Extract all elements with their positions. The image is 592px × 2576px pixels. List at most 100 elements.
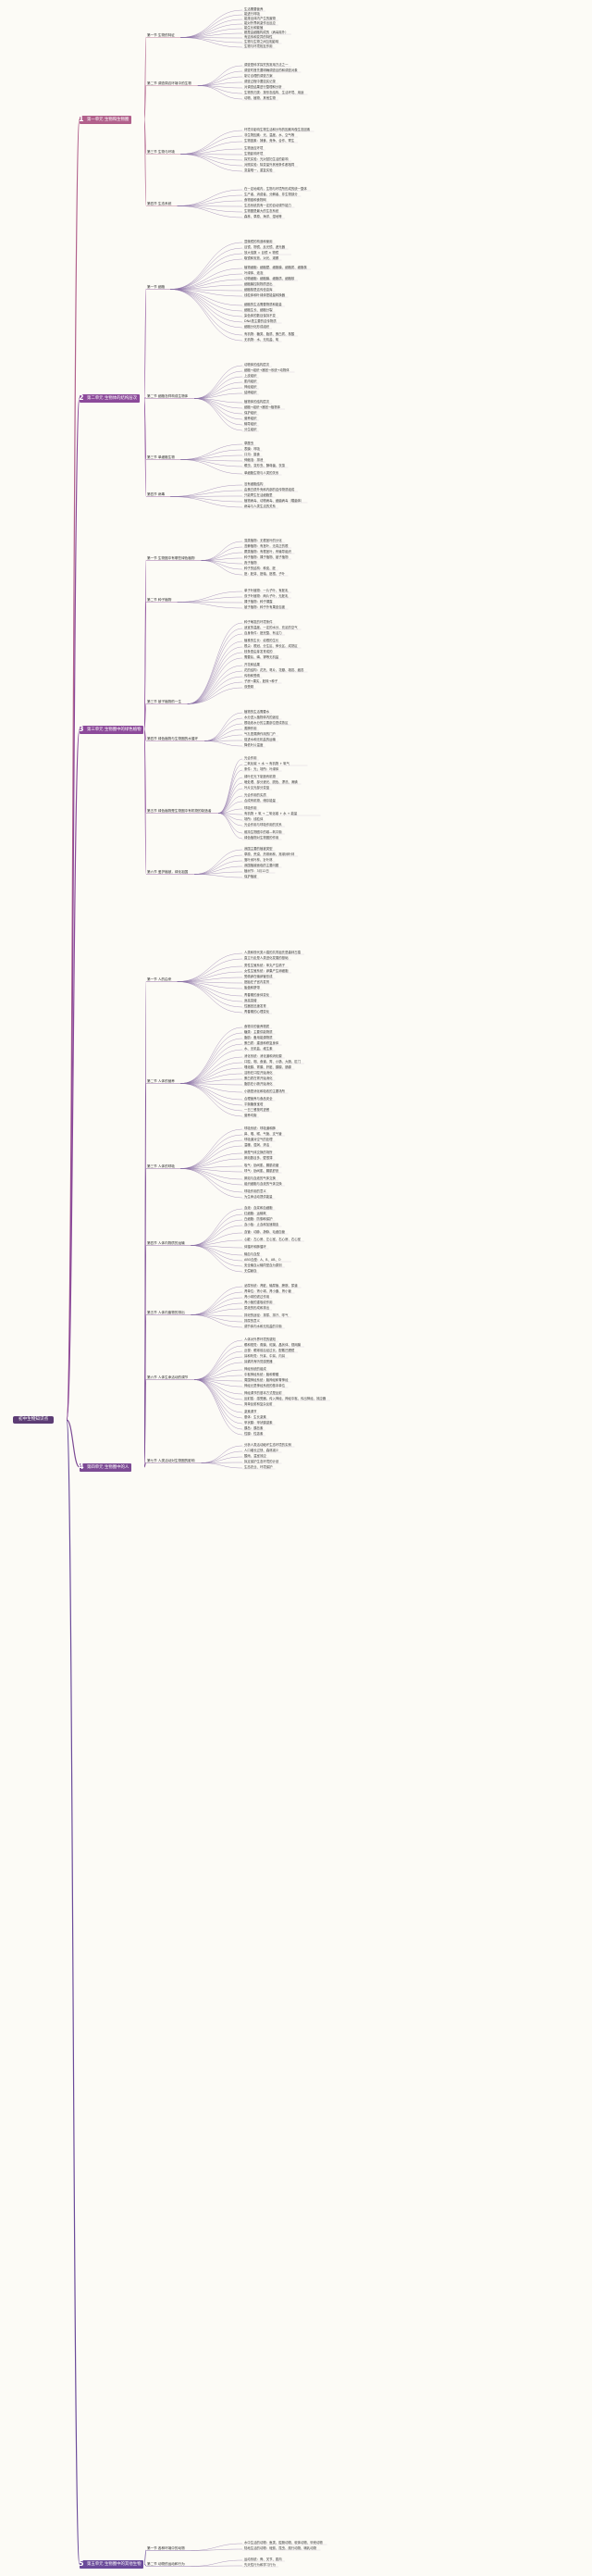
leaf-item[interactable]: 根吸收水分的主要部位是成熟区 xyxy=(244,721,289,725)
leaf-item[interactable]: 能对外界刺激作出反应 xyxy=(244,21,276,25)
leaf-item[interactable]: 调查时首先要明确调查目的和调查对象 xyxy=(244,68,298,72)
leaf-item[interactable]: 眼和视觉：角膜、虹膜、晶状体、视网膜 xyxy=(244,1343,302,1347)
leaf-item[interactable]: 排尿的意义 xyxy=(244,1319,260,1323)
leaf-item[interactable]: 单子叶植物：一片子叶，有胚乳 xyxy=(244,589,289,592)
leaf-item[interactable]: 细胞→组织→器官→植物体 xyxy=(244,405,281,409)
leaf-item[interactable]: 直立行走是人类进化发展的基础 xyxy=(244,956,289,960)
leaf-item[interactable]: 植株的生长：幼根的生长 xyxy=(244,639,279,642)
leaf-item[interactable]: 病毒与人类生活的关系 xyxy=(244,504,276,508)
leaf-item[interactable]: 排泄的途径：排尿、排汗、呼气 xyxy=(244,1313,289,1317)
leaf-item[interactable]: 唾液腺、胃腺、肝脏、胰腺、肠腺 xyxy=(244,1065,291,1069)
leaf-item[interactable]: 森林、草原、海洋、湿地等 xyxy=(244,215,282,218)
leaf-item[interactable]: 生态农业、环境保护 xyxy=(244,1465,273,1469)
leaf-item[interactable]: 呼吸道对空气的处理 xyxy=(244,1138,273,1141)
leaf-item[interactable]: 能排出体内产生的废物 xyxy=(244,17,276,20)
leaf-item[interactable]: 生态系统具有一定的自动调节能力 xyxy=(244,204,291,207)
leaf-item[interactable]: 根尖：根冠、分生区、伸长区、成熟区 xyxy=(244,644,298,648)
leaf-item[interactable]: 心脏：左心房、左心室、右心房、右心室 xyxy=(244,1238,302,1241)
leaf-item[interactable]: 非生物因素：光、温度、水、空气等 xyxy=(244,133,295,137)
leaf-item[interactable]: 肾小管的重吸收作用 xyxy=(244,1300,273,1304)
leaf-item[interactable]: 都是由细胞构成的（病毒除外） xyxy=(244,31,289,34)
leaf-item[interactable]: DNA是主要的遗传物质 xyxy=(244,319,277,323)
leaf-item[interactable]: 神经调节的基本方式是反射 xyxy=(244,1391,282,1395)
leaf-item[interactable]: 激素调节 xyxy=(244,1410,257,1413)
leaf-item[interactable]: 糖类：主要供能物质 xyxy=(244,1030,273,1034)
leaf-item[interactable]: 神经系统的组成 xyxy=(244,1367,266,1371)
leaf-item[interactable]: 有机物 + 氧 → 二氧化碳 + 水 + 能量 xyxy=(244,812,298,815)
leaf-item[interactable]: 红细胞：运输氧 xyxy=(244,1212,266,1215)
leaf-item[interactable]: 分析人类活动破坏生态环境的实例 xyxy=(244,1443,291,1447)
leaf-item[interactable]: 线粒体和叶绿体是能量转换器 xyxy=(244,293,286,297)
leaf-item[interactable]: 近视：眼球前后径过长，配戴凹透镜 xyxy=(244,1349,295,1352)
chapter-node[interactable]: 第三节 被子植物的一生 xyxy=(147,699,182,703)
leaf-item[interactable]: 组织细胞与血液的气体交换 xyxy=(244,1182,282,1186)
leaf-item[interactable]: 周围神经系统：脑神经和脊神经 xyxy=(244,1378,289,1382)
chapter-node[interactable]: 第四节 病毒 xyxy=(147,492,166,496)
leaf-item[interactable]: 植物的生活需要水 xyxy=(244,710,270,714)
leaf-item[interactable]: 我国主要的植被类型 xyxy=(244,847,273,851)
leaf-item[interactable]: 藻类植物：无根茎叶的分化 xyxy=(244,539,282,542)
leaf-item[interactable]: 子房→果实，胚珠→种子 xyxy=(244,679,278,683)
leaf-item[interactable]: 生产者、消费者、分解者、非生物部分 xyxy=(244,193,298,196)
leaf-item[interactable]: 对调查结果进行整理和分析 xyxy=(244,85,282,89)
chapter-node[interactable]: 第五节 绿色植物是生物圈中有机物的制造者 xyxy=(147,808,212,813)
leaf-item[interactable]: 输导组织 xyxy=(244,422,257,426)
leaf-item[interactable]: 合成有机物，储存能量 xyxy=(244,799,276,803)
chapter-node[interactable]: 第四节 人体内物质的运输 xyxy=(147,1240,185,1245)
leaf-item[interactable]: 青春期的心理变化 xyxy=(244,1010,270,1014)
leaf-item[interactable]: 体循环和肺循环 xyxy=(244,1245,266,1249)
leaf-item[interactable]: 绿叶在光下制造有机物 xyxy=(244,775,276,778)
chapter-node[interactable]: 第六节 人体生命活动的调节 xyxy=(147,1375,189,1379)
leaf-item[interactable]: 甲状腺：甲状腺激素 xyxy=(244,1421,273,1425)
leaf-item[interactable]: 人体对外界环境的感知 xyxy=(244,1338,276,1341)
leaf-item[interactable]: 放大倍数 = 目镜 × 物镜 xyxy=(244,251,279,255)
leaf-item[interactable]: 调节体内水和无机盐的平衡 xyxy=(244,1325,282,1328)
leaf-item[interactable]: 营养均衡 xyxy=(244,1114,257,1117)
leaf-item[interactable]: 无机物：水、无机盐、氧 xyxy=(244,338,279,342)
leaf-item[interactable]: 需要氮、磷、钾等无机盐 xyxy=(244,655,279,659)
leaf-item[interactable]: 有机物：糖类、脂质、蛋白质、核酸 xyxy=(244,332,295,336)
leaf-item[interactable]: 生物因素：捕食、竞争、合作、寄生 xyxy=(244,139,295,143)
leaf-item[interactable]: 水、无机盐、维生素 xyxy=(244,1047,273,1051)
leaf-item[interactable]: 肺泡与血液的气体交换 xyxy=(244,1176,276,1180)
leaf-item[interactable]: 气孔是蒸腾作用的门户 xyxy=(244,732,276,736)
leaf-item[interactable]: 中枢神经系统：脑和脊髓 xyxy=(244,1373,279,1376)
leaf-item[interactable]: 被子植物：种子外有果皮包被 xyxy=(244,605,286,609)
chapter-node[interactable]: 第一节 生物的特征 xyxy=(147,32,175,37)
leaf-item[interactable]: 细胞→组织→器官→系统→动物体 xyxy=(244,368,290,372)
chapter-node[interactable]: 第七节 人类活动对生物圈的影响 xyxy=(147,1458,195,1462)
leaf-item[interactable]: 人口增长过快、森林减少 xyxy=(244,1449,279,1452)
leaf-item[interactable]: 动物细胞：细胞膜、细胞质、细胞核 xyxy=(244,277,295,280)
leaf-item[interactable]: 细胞核是遗传信息库 xyxy=(244,288,273,292)
chapter-node[interactable]: 第三节 生物与环境 xyxy=(147,149,175,154)
leaf-item[interactable]: 在一定地域内，生物与环境所形成的统一整体 xyxy=(244,187,307,191)
leaf-item[interactable]: 细胞膜控制物质进出 xyxy=(244,282,273,286)
leaf-item[interactable]: 生物适应环境 xyxy=(244,146,264,150)
leaf-item[interactable]: 取镜和安放、对光、观察 xyxy=(244,256,279,260)
leaf-item[interactable]: 种子的结构：种皮、胚 xyxy=(244,566,276,570)
leaf-item[interactable]: 食物中的营养物质 xyxy=(244,1025,270,1028)
root-node[interactable]: 初中生物知识点 xyxy=(13,1416,55,1424)
leaf-item[interactable]: 细胞生长、细胞分裂 xyxy=(244,308,273,312)
leaf-item[interactable]: 场所：线粒体 xyxy=(244,817,264,821)
leaf-item[interactable]: 脂肪在小肠开始消化 xyxy=(244,1082,273,1086)
leaf-item[interactable]: 血管：动脉、静脉、毛细血管 xyxy=(244,1230,286,1234)
leaf-item[interactable]: 肺是气体交换的场所 xyxy=(244,1151,273,1154)
leaf-item[interactable]: 草原、荒漠、热带雨林、常绿阔叶林 xyxy=(244,852,295,856)
leaf-item[interactable]: 女性生殖系统：卵巢产生卵细胞 xyxy=(244,969,289,973)
leaf-item[interactable]: 血小板：止血和加速凝血 xyxy=(244,1223,279,1226)
chapter-node[interactable]: 第四节 生态系统 xyxy=(147,201,172,205)
leaf-item[interactable]: 种子萌发的环境条件 xyxy=(244,620,273,624)
leaf-item[interactable]: 蛋白质在胃开始消化 xyxy=(244,1076,273,1080)
leaf-item[interactable]: 输血与血型 xyxy=(244,1252,260,1256)
leaf-item[interactable]: 身高突增 xyxy=(244,999,257,1002)
leaf-item[interactable]: 先天性行为和学习行为 xyxy=(244,2563,276,2567)
leaf-item[interactable]: 光合作用 xyxy=(244,756,257,760)
leaf-item[interactable]: 制订合理的调查方案 xyxy=(244,74,273,78)
leaf-item[interactable]: 性腺：性激素 xyxy=(244,1432,264,1436)
leaf-item[interactable]: 光合作用的实质 xyxy=(244,793,266,797)
leaf-item[interactable]: 叶片见光部分变蓝 xyxy=(244,786,270,790)
leaf-item[interactable]: 人类和现代类人猿的共同祖先是森林古猿 xyxy=(244,951,302,954)
